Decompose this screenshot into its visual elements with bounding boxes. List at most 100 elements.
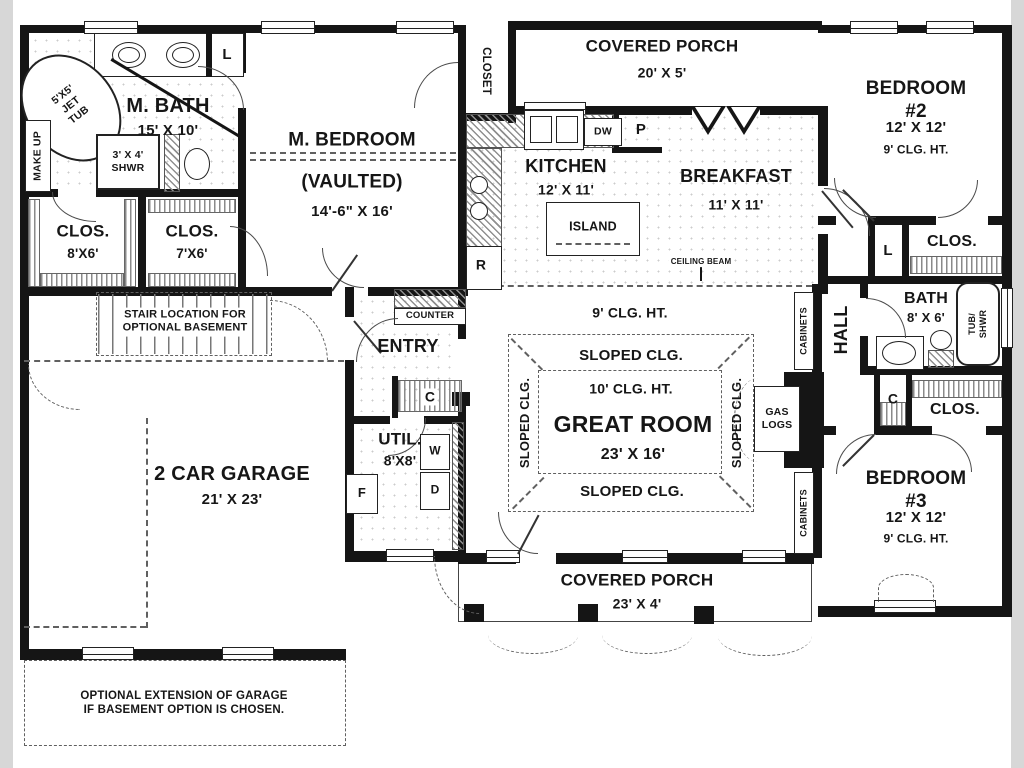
wall-linenclos-bottom [818,276,1012,284]
wall-bedroom3-top-a [818,426,836,435]
label-island: ISLAND [569,219,617,234]
mbedroom-door-arc [322,248,364,288]
wall-breakfast-east-upper [818,106,828,186]
window-greatroom-1 [486,550,520,563]
label-stair-note: STAIR LOCATION FOR OPTIONAL BASEMENT [119,307,251,337]
closm1-shelf-bottom [40,273,124,287]
wall-garage-entry-lower [345,360,354,560]
label-counter: COUNTER [405,310,455,322]
ceiling-beam-pointer [700,267,702,281]
wall-entrycloset-left [392,376,398,418]
cooktop-burner-2 [470,202,488,220]
dishwasher-box [584,118,622,146]
label-freezer: F [357,485,367,501]
kitchen-sink-basin-1 [530,116,552,143]
gas-logs-box [754,386,800,452]
label-garage-extension-note: OPTIONAL EXTENSION OF GARAGE IF BASEMENT… [80,689,288,716]
wall-mbath-bottom-b [96,189,246,197]
porch-column-3 [694,606,714,624]
label-gas-logs: GAS LOGS [761,406,793,431]
util-counter-hatch [452,422,464,550]
label-bath2: BATH [903,290,949,308]
label-sloped-right: SLOPED CLG. [729,377,745,469]
label-linen-mbath: L [222,45,232,63]
sloped-ceiling-outer [508,334,754,512]
closm1-shelf-right [124,199,136,287]
label-cabinets-top: CABINETS [798,307,809,355]
wall-util-top-a [354,416,390,424]
closm1-door-arc [52,192,96,222]
wall-breakfast-east-lower [818,234,828,294]
front-door-arc [498,512,538,554]
closm2-shelf-top [148,199,236,213]
bath2-door-arc [866,298,906,338]
wall-bath-bottom [860,366,1012,375]
window-mbedroom-2 [396,21,454,34]
label-makeup: MAKE UP [31,131,44,181]
wall-bedroom3-top-b [874,426,932,435]
wall-main-horizontal-left [20,287,332,296]
label-linen-hall: L [883,241,893,259]
closm2-shelf-bottom [148,273,236,287]
wall-greatroom-bottom-b [556,553,814,564]
label-coat-entry: C [422,388,438,406]
label-porchbottom: COVERED PORCH [560,570,714,590]
label-bedroom2-dims: 12' X 12' [885,118,947,136]
bath2-sink [882,341,916,365]
freezer-box [346,474,378,514]
label-dishwasher: DW [594,125,612,138]
wall-linen-mbath [206,33,212,77]
fireplace-hearth-arc [734,378,782,462]
wall-garage-bottom [20,649,346,660]
paper-edge-left [0,0,13,768]
wall-porchtop [508,21,822,30]
garage-extension-outline [24,660,346,746]
window-tub [1001,288,1013,348]
label-closm2-dims: 7'X6' [176,245,208,261]
label-bedroom3: BEDROOM #3 [865,467,967,512]
wall-top-left-wing [20,25,466,33]
closm2-door-arc [230,226,268,276]
label-closb2: CLOS. [927,233,977,251]
entry-counter-hatch [394,289,466,308]
garage-extension-line-v [146,418,148,628]
label-porchtop-dims: 20' X 5' [637,64,687,81]
label-closm1: CLOS. [56,221,110,241]
closb2-shelf [910,256,1002,274]
sink-basin-1-inner [118,47,140,63]
sink-basin-2-inner [172,47,194,63]
label-kitchen: KITCHEN [525,156,607,177]
label-util: UTIL. [378,429,422,449]
wall-hallcloset-left [458,25,466,123]
label-closm2: CLOS. [165,221,219,241]
optional-door-arc-right [270,300,328,362]
label-garage-dims: 21' X 23' [201,490,263,508]
closb3-shelf [912,380,1002,398]
label-bath2-dims: 8' X 6' [907,310,945,326]
label-shower: 3' X 4' SHWR [111,149,145,174]
label-greatroom-dims: 23' X 16' [600,446,666,464]
label-garage: 2 CAR GARAGE [154,462,310,485]
label-washer: W [429,443,441,458]
label-hall: HALL [831,305,852,355]
range-box [466,246,502,290]
label-greatroom-clg10: 10' CLG. HT. [589,380,673,397]
optional-door-arc-left [28,364,80,410]
wall-pantry-bottom [612,147,662,153]
window-greatroom-2 [622,550,668,563]
ceiling-beam-line [468,285,812,287]
label-bedroom3-dims: 12' X 12' [885,508,947,526]
dryer-box [420,472,450,510]
bedroom2-closet-door-arc [938,180,978,218]
wall-hallbath-upper [860,284,868,298]
window-util [386,549,434,562]
french-door-right-inner [731,107,757,128]
label-bedroom3-clg: 9' CLG. HT. [883,531,949,546]
wall-garage-entry-upper [345,287,354,317]
label-mbath-dims: 15' X 10' [137,121,199,139]
wall-kitchen-left [458,121,466,293]
label-breakfast: BREAKFAST [680,166,792,187]
wall-kitchen-top-b [584,106,692,115]
island-box [546,202,640,256]
